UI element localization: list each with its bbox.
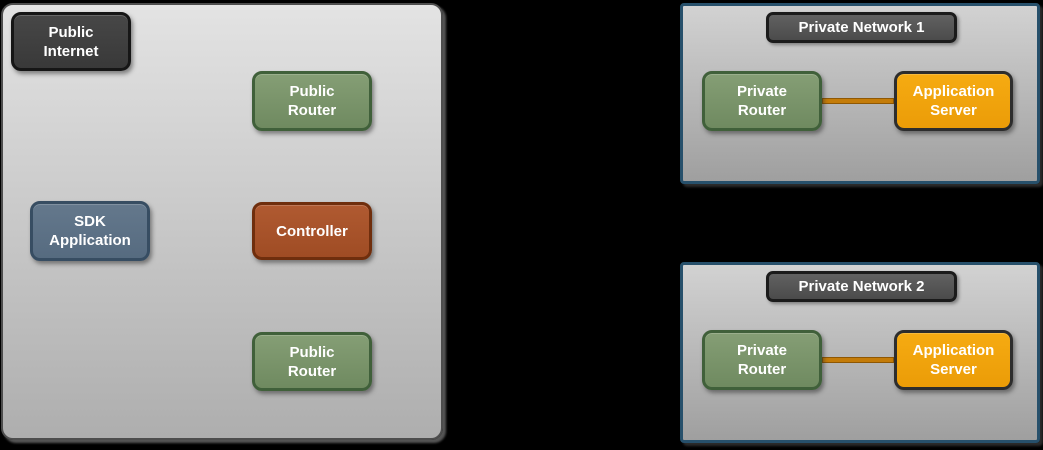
private-network-1-title-label: Private Network 1 xyxy=(798,19,925,36)
router-server-link-1 xyxy=(822,98,894,104)
node-private-router-2-label: Private Router xyxy=(736,342,788,378)
router-server-link-2 xyxy=(822,357,894,363)
node-sdk-application: SDK Application xyxy=(30,201,150,261)
public-zone: Public Internet Public Router SDK Applic… xyxy=(1,3,443,440)
node-public-router-bottom-label: Public Router xyxy=(287,343,337,380)
node-private-router-2: Private Router xyxy=(702,330,822,390)
private-network-1-zone: Private Network 1 Private Router Applica… xyxy=(680,3,1040,184)
node-private-router-1-label: Private Router xyxy=(736,83,788,119)
node-controller: Controller xyxy=(252,202,372,260)
private-network-1-title: Private Network 1 xyxy=(766,12,957,43)
node-public-internet-label: Public Internet xyxy=(43,23,99,60)
node-application-server-1: Application Server xyxy=(894,71,1013,131)
node-controller-label: Controller xyxy=(276,222,348,240)
private-network-2-zone: Private Network 2 Private Router Applica… xyxy=(680,262,1040,443)
node-application-server-1-label: Application Server xyxy=(912,83,995,119)
node-private-router-1: Private Router xyxy=(702,71,822,131)
node-application-server-2: Application Server xyxy=(894,330,1013,390)
node-public-internet: Public Internet xyxy=(11,12,131,71)
private-network-2-title: Private Network 2 xyxy=(766,271,957,302)
node-application-server-2-label: Application Server xyxy=(912,342,995,378)
node-public-router-top: Public Router xyxy=(252,71,372,131)
private-network-2-title-label: Private Network 2 xyxy=(798,278,925,295)
node-public-router-top-label: Public Router xyxy=(287,83,337,119)
node-public-router-bottom: Public Router xyxy=(252,332,372,391)
node-sdk-application-label: SDK Application xyxy=(49,213,131,249)
